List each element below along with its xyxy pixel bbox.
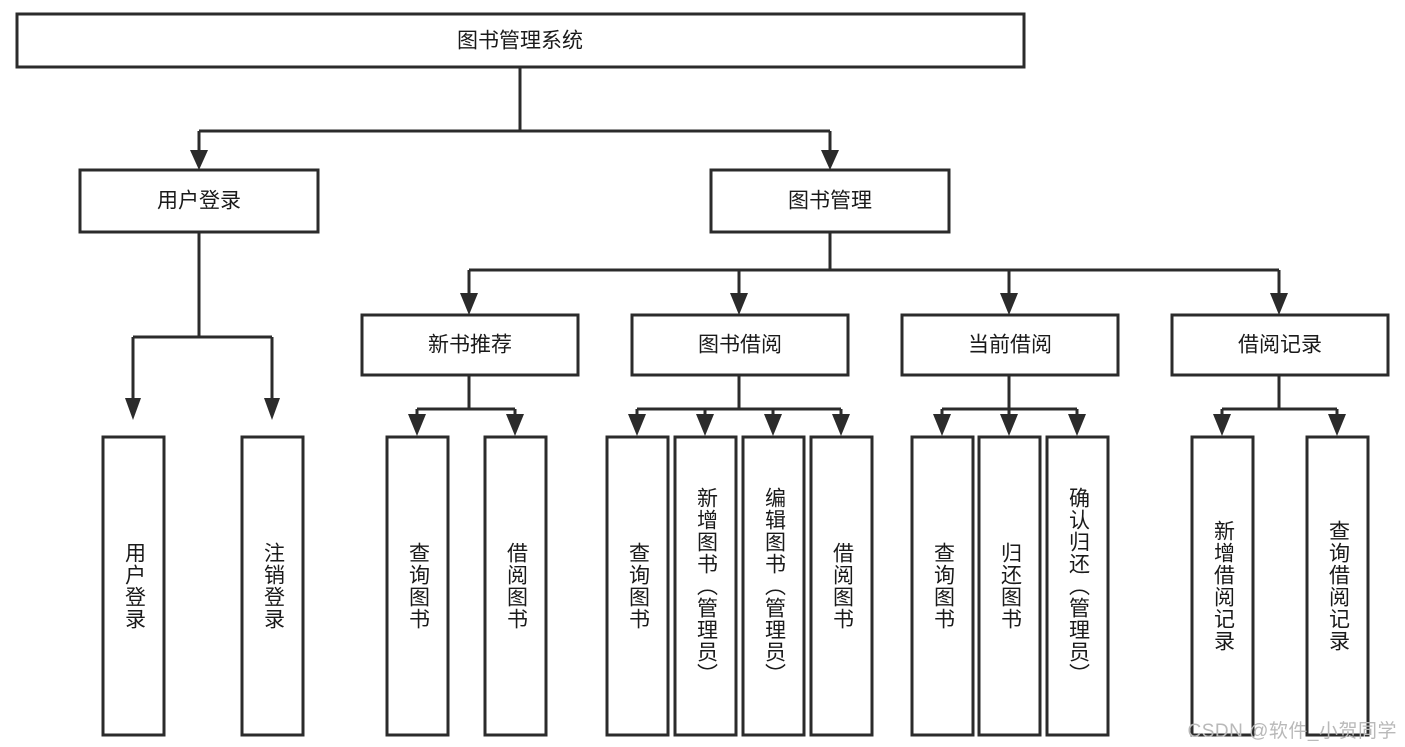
- node-leaf-query-record-box[interactable]: [1305, 435, 1370, 737]
- node-leaf-add-book-box[interactable]: [673, 435, 738, 737]
- node-root-label: 图书管理系统: [457, 30, 583, 53]
- node-leaf-borrow-book-2-box[interactable]: [809, 435, 874, 737]
- node-book-borrow-box[interactable]: [630, 313, 850, 377]
- node-book-manage-box[interactable]: [709, 168, 951, 234]
- arrowhead-leaf-query-book-2: [628, 414, 646, 436]
- node-book-borrow-label: 图书借阅: [698, 334, 782, 357]
- arrowhead-leaf-user-login: [125, 398, 141, 420]
- node-leaf-add-record-box[interactable]: [1190, 435, 1255, 737]
- node-leaf-query-book-2-box[interactable]: [605, 435, 670, 737]
- node-current-borrow-box[interactable]: [900, 313, 1120, 377]
- node-layer: 图书管理系统 用户登录 图书管理 新书推荐 图书借阅 当前借阅 借阅记录: [15, 12, 1390, 737]
- arrowhead-leaf-edit-book: [764, 414, 782, 436]
- connector-layer: [125, 67, 1346, 436]
- node-root-box[interactable]: [15, 12, 1026, 69]
- arrowhead-leaf-add-book: [696, 414, 714, 436]
- node-leaf-query-book-3-box[interactable]: [910, 435, 975, 737]
- node-user-login-box[interactable]: [78, 168, 320, 234]
- arrowhead-leaf-borrow-book-2: [832, 414, 850, 436]
- arrowhead-book-manage: [821, 150, 839, 170]
- csdn-watermark: CSDN @软件_小贺同学: [1187, 721, 1397, 742]
- arrowhead-leaf-query-book-1: [408, 414, 426, 436]
- arrowhead-leaf-add-record: [1213, 414, 1231, 436]
- node-leaf-confirm-return-box[interactable]: [1045, 435, 1110, 737]
- node-borrow-record-box[interactable]: [1170, 313, 1390, 377]
- arrowhead-leaf-query-record: [1328, 414, 1346, 436]
- node-new-book-recommend-box[interactable]: [360, 313, 580, 377]
- node-book-manage-label: 图书管理: [788, 190, 872, 213]
- arrowhead-leaf-return-book: [1000, 414, 1018, 436]
- node-leaf-query-book-1-box[interactable]: [385, 435, 450, 737]
- node-leaf-edit-book-box[interactable]: [741, 435, 806, 737]
- node-leaf-user-logout-box[interactable]: [240, 435, 305, 737]
- node-leaf-user-login-box[interactable]: [101, 435, 166, 737]
- arrowhead-leaf-borrow-book-1: [506, 414, 524, 436]
- arrowhead-leaf-confirm-return: [1068, 414, 1086, 436]
- arrowhead-current-borrow: [1000, 293, 1018, 315]
- arrowhead-leaf-query-book-3: [933, 414, 951, 436]
- node-borrow-record-label: 借阅记录: [1238, 334, 1322, 357]
- arrowhead-leaf-user-logout: [264, 398, 280, 420]
- arrowhead-borrow-record: [1270, 293, 1288, 315]
- node-leaf-return-book-box[interactable]: [977, 435, 1042, 737]
- node-leaf-borrow-book-1-box[interactable]: [483, 435, 548, 737]
- arrowhead-user-login: [190, 150, 208, 170]
- arrowhead-new-book-recommend: [460, 293, 478, 315]
- node-current-borrow-label: 当前借阅: [968, 334, 1052, 357]
- arrowhead-book-borrow: [730, 293, 748, 315]
- node-user-login-label: 用户登录: [157, 190, 241, 213]
- node-new-book-recommend-label: 新书推荐: [428, 334, 512, 357]
